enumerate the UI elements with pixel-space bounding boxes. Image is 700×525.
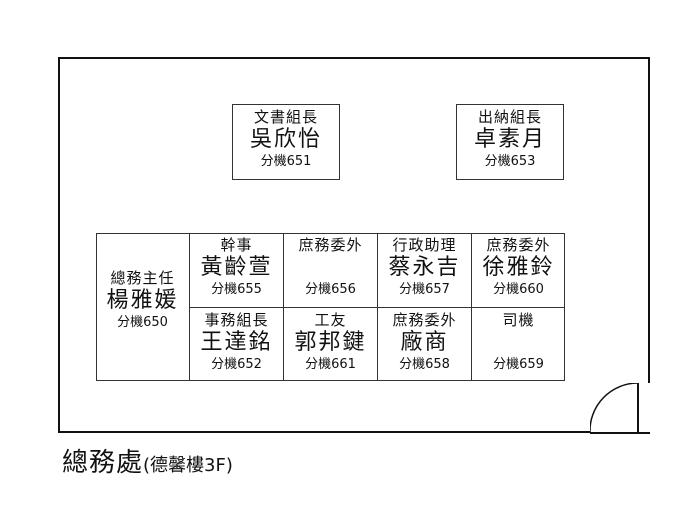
desk-general-affairs-chief: 事務組長 王達銘 分機652 <box>190 311 283 373</box>
desk-title: 事務組長 <box>204 311 269 329</box>
desk-name: 卓素月 <box>473 127 546 152</box>
desk-janitor: 工友 郭邦鍵 分機661 <box>284 311 377 373</box>
desk-title: 文書組長 <box>253 108 318 126</box>
desk-outsourced-affairs: 庶務委外 徐雅鈴 分機660 <box>472 236 565 298</box>
desk-extension: 分機655 <box>211 282 262 297</box>
room-outline <box>58 57 650 433</box>
desk-outsourced-affairs: 庶務委外 分機656 <box>284 236 377 298</box>
desk-name: 廠商 <box>400 330 449 355</box>
desk-name: 郭邦鍵 <box>294 330 367 355</box>
desk-driver: 司機 分機659 <box>472 311 565 373</box>
desk-title: 工友 <box>314 311 347 329</box>
desk-extension: 分機659 <box>493 357 544 372</box>
desk-name: 黃齡萱 <box>200 255 273 280</box>
desk-administrative-assistant: 行政助理 蔡永吉 分機657 <box>378 236 471 298</box>
desk-title: 庶務委外 <box>298 236 363 254</box>
desk-title: 司機 <box>502 311 535 329</box>
desk-title: 總務主任 <box>110 269 175 287</box>
desk-extension: 分機652 <box>211 357 262 372</box>
grid-divider <box>189 307 565 308</box>
desk-director: 總務主任 楊雅媛 分機650 <box>96 269 189 331</box>
desk-name: 吳欣怡 <box>249 127 322 152</box>
office-building-label: (德馨樓3F) <box>143 455 233 476</box>
door-icon <box>590 383 650 443</box>
desk-title: 出納組長 <box>477 108 542 126</box>
office-label: 總務處 <box>62 448 144 478</box>
desk-name <box>472 329 565 357</box>
desk-outsourced-affairs: 庶務委外 廠商 分機658 <box>378 311 471 373</box>
desk-extension: 分機656 <box>305 282 356 297</box>
desk-name: 王達銘 <box>200 330 273 355</box>
desk-extension: 分機651 <box>260 154 312 169</box>
desk-extension: 分機653 <box>484 154 536 169</box>
desk-extension: 分機660 <box>493 282 544 297</box>
desk-title: 幹事 <box>220 236 253 254</box>
desk-title: 庶務委外 <box>486 236 551 254</box>
office-caption: 總務處(德馨樓3F) <box>62 447 233 482</box>
desk-name: 楊雅媛 <box>106 288 179 313</box>
desk-extension: 分機661 <box>305 357 356 372</box>
desk-extension: 分機657 <box>399 282 450 297</box>
desk-cashier-section-chief: 出納組長 卓素月 分機653 <box>456 104 564 180</box>
desk-extension: 分機650 <box>117 315 168 330</box>
desk-name: 蔡永吉 <box>388 255 461 280</box>
desk-extension: 分機658 <box>399 357 450 372</box>
desk-title: 行政助理 <box>392 236 457 254</box>
desk-title: 庶務委外 <box>392 311 457 329</box>
desk-document-section-chief: 文書組長 吳欣怡 分機651 <box>232 104 340 180</box>
desk-clerk: 幹事 黃齡萱 分機655 <box>190 236 283 298</box>
desk-name: 徐雅鈴 <box>482 255 555 280</box>
desk-name <box>284 254 377 282</box>
